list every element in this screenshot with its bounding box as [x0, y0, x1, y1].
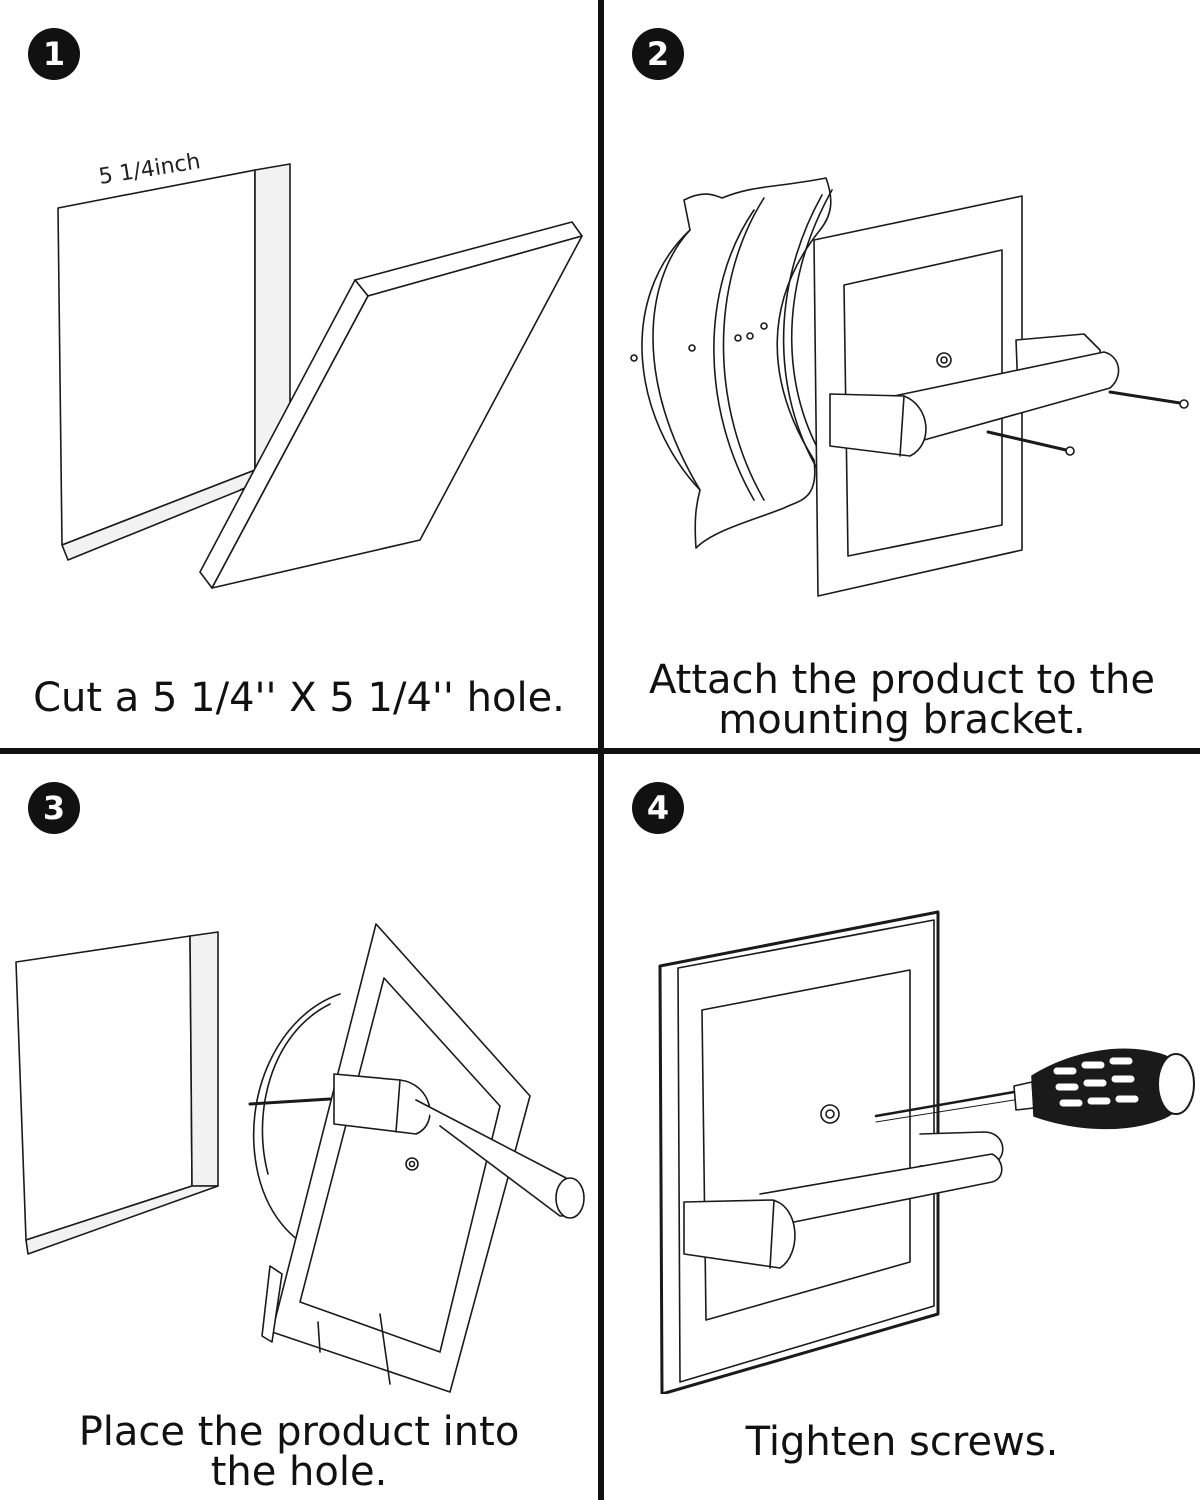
- tighten-screws-illustration: [658, 910, 1195, 1394]
- step-2-caption: Attach the product to the mounting brack…: [648, 657, 1156, 743]
- step-1-panel: 1 5 1/4inch Cut a 5 1/4'' X 5 1/4'' hole…: [0, 0, 598, 748]
- faceplate: [271, 923, 531, 1393]
- bracket-screw: [248, 1097, 332, 1106]
- wall-cutout-illustration: 5 1/4inch: [57, 149, 583, 589]
- bracket-attach-illustration: [630, 177, 1189, 597]
- step-1-caption: Cut a 5 1/4'' X 5 1/4'' hole.: [33, 675, 565, 721]
- wall-hole-bottom: [25, 1185, 219, 1255]
- step-4-number-badge: 4: [632, 782, 684, 834]
- roller-arm: [333, 1073, 585, 1219]
- faceplate: [658, 910, 940, 1394]
- step-4-caption: Tighten screws.: [745, 1419, 1059, 1465]
- screws: [986, 390, 1189, 456]
- step-3-panel: 3: [0, 754, 598, 1500]
- screwdriver: [874, 1048, 1195, 1130]
- mounting-bracket: [630, 177, 835, 549]
- horizontal-divider: [0, 748, 1200, 754]
- step-1-number-badge: 1: [28, 28, 80, 80]
- insert-product-illustration: [15, 923, 585, 1393]
- wall-hole-side: [189, 931, 219, 1187]
- step-2-number-badge: 2: [632, 28, 684, 80]
- step-4-panel: 4: [604, 754, 1200, 1500]
- step-2-panel: 2: [604, 0, 1200, 748]
- step-3-caption: Place the product into the hole.: [78, 1409, 520, 1495]
- roller-arm: [829, 333, 1120, 457]
- step-3-number-badge: 3: [28, 782, 80, 834]
- roller-arm: [683, 1131, 1004, 1269]
- drywall-piece-face: [211, 235, 583, 589]
